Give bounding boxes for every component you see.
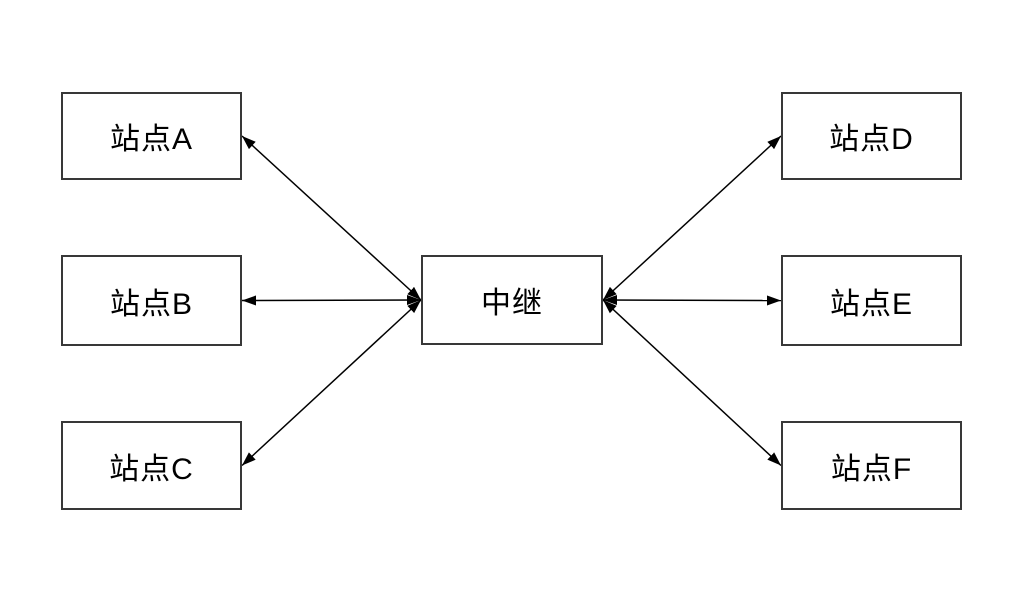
edge-relay-site-f (602, 299, 782, 467)
node-label: 站点C (109, 452, 194, 486)
node-site-d: 站点D (781, 92, 962, 180)
node-label: 站点D (829, 123, 914, 156)
edge-site-b-relay (241, 295, 422, 306)
node-label: 站点B (109, 287, 193, 321)
edge-site-a-relay (241, 135, 422, 301)
node-label: 站点E (829, 287, 913, 321)
node-label: 站点F (830, 452, 913, 486)
node-site-a: 站点A (61, 92, 242, 180)
node-site-e: 站点E (781, 255, 962, 346)
node-relay: 中继 (421, 255, 603, 345)
edge-relay-site-e (602, 295, 782, 306)
edge-relay-site-d (602, 135, 782, 301)
edge-site-c-relay (241, 299, 422, 467)
node-site-f: 站点F (781, 421, 962, 510)
node-label: 中继 (481, 287, 543, 320)
node-label: 站点A (109, 123, 193, 156)
node-site-b: 站点B (61, 255, 242, 346)
node-site-c: 站点C (61, 421, 242, 510)
